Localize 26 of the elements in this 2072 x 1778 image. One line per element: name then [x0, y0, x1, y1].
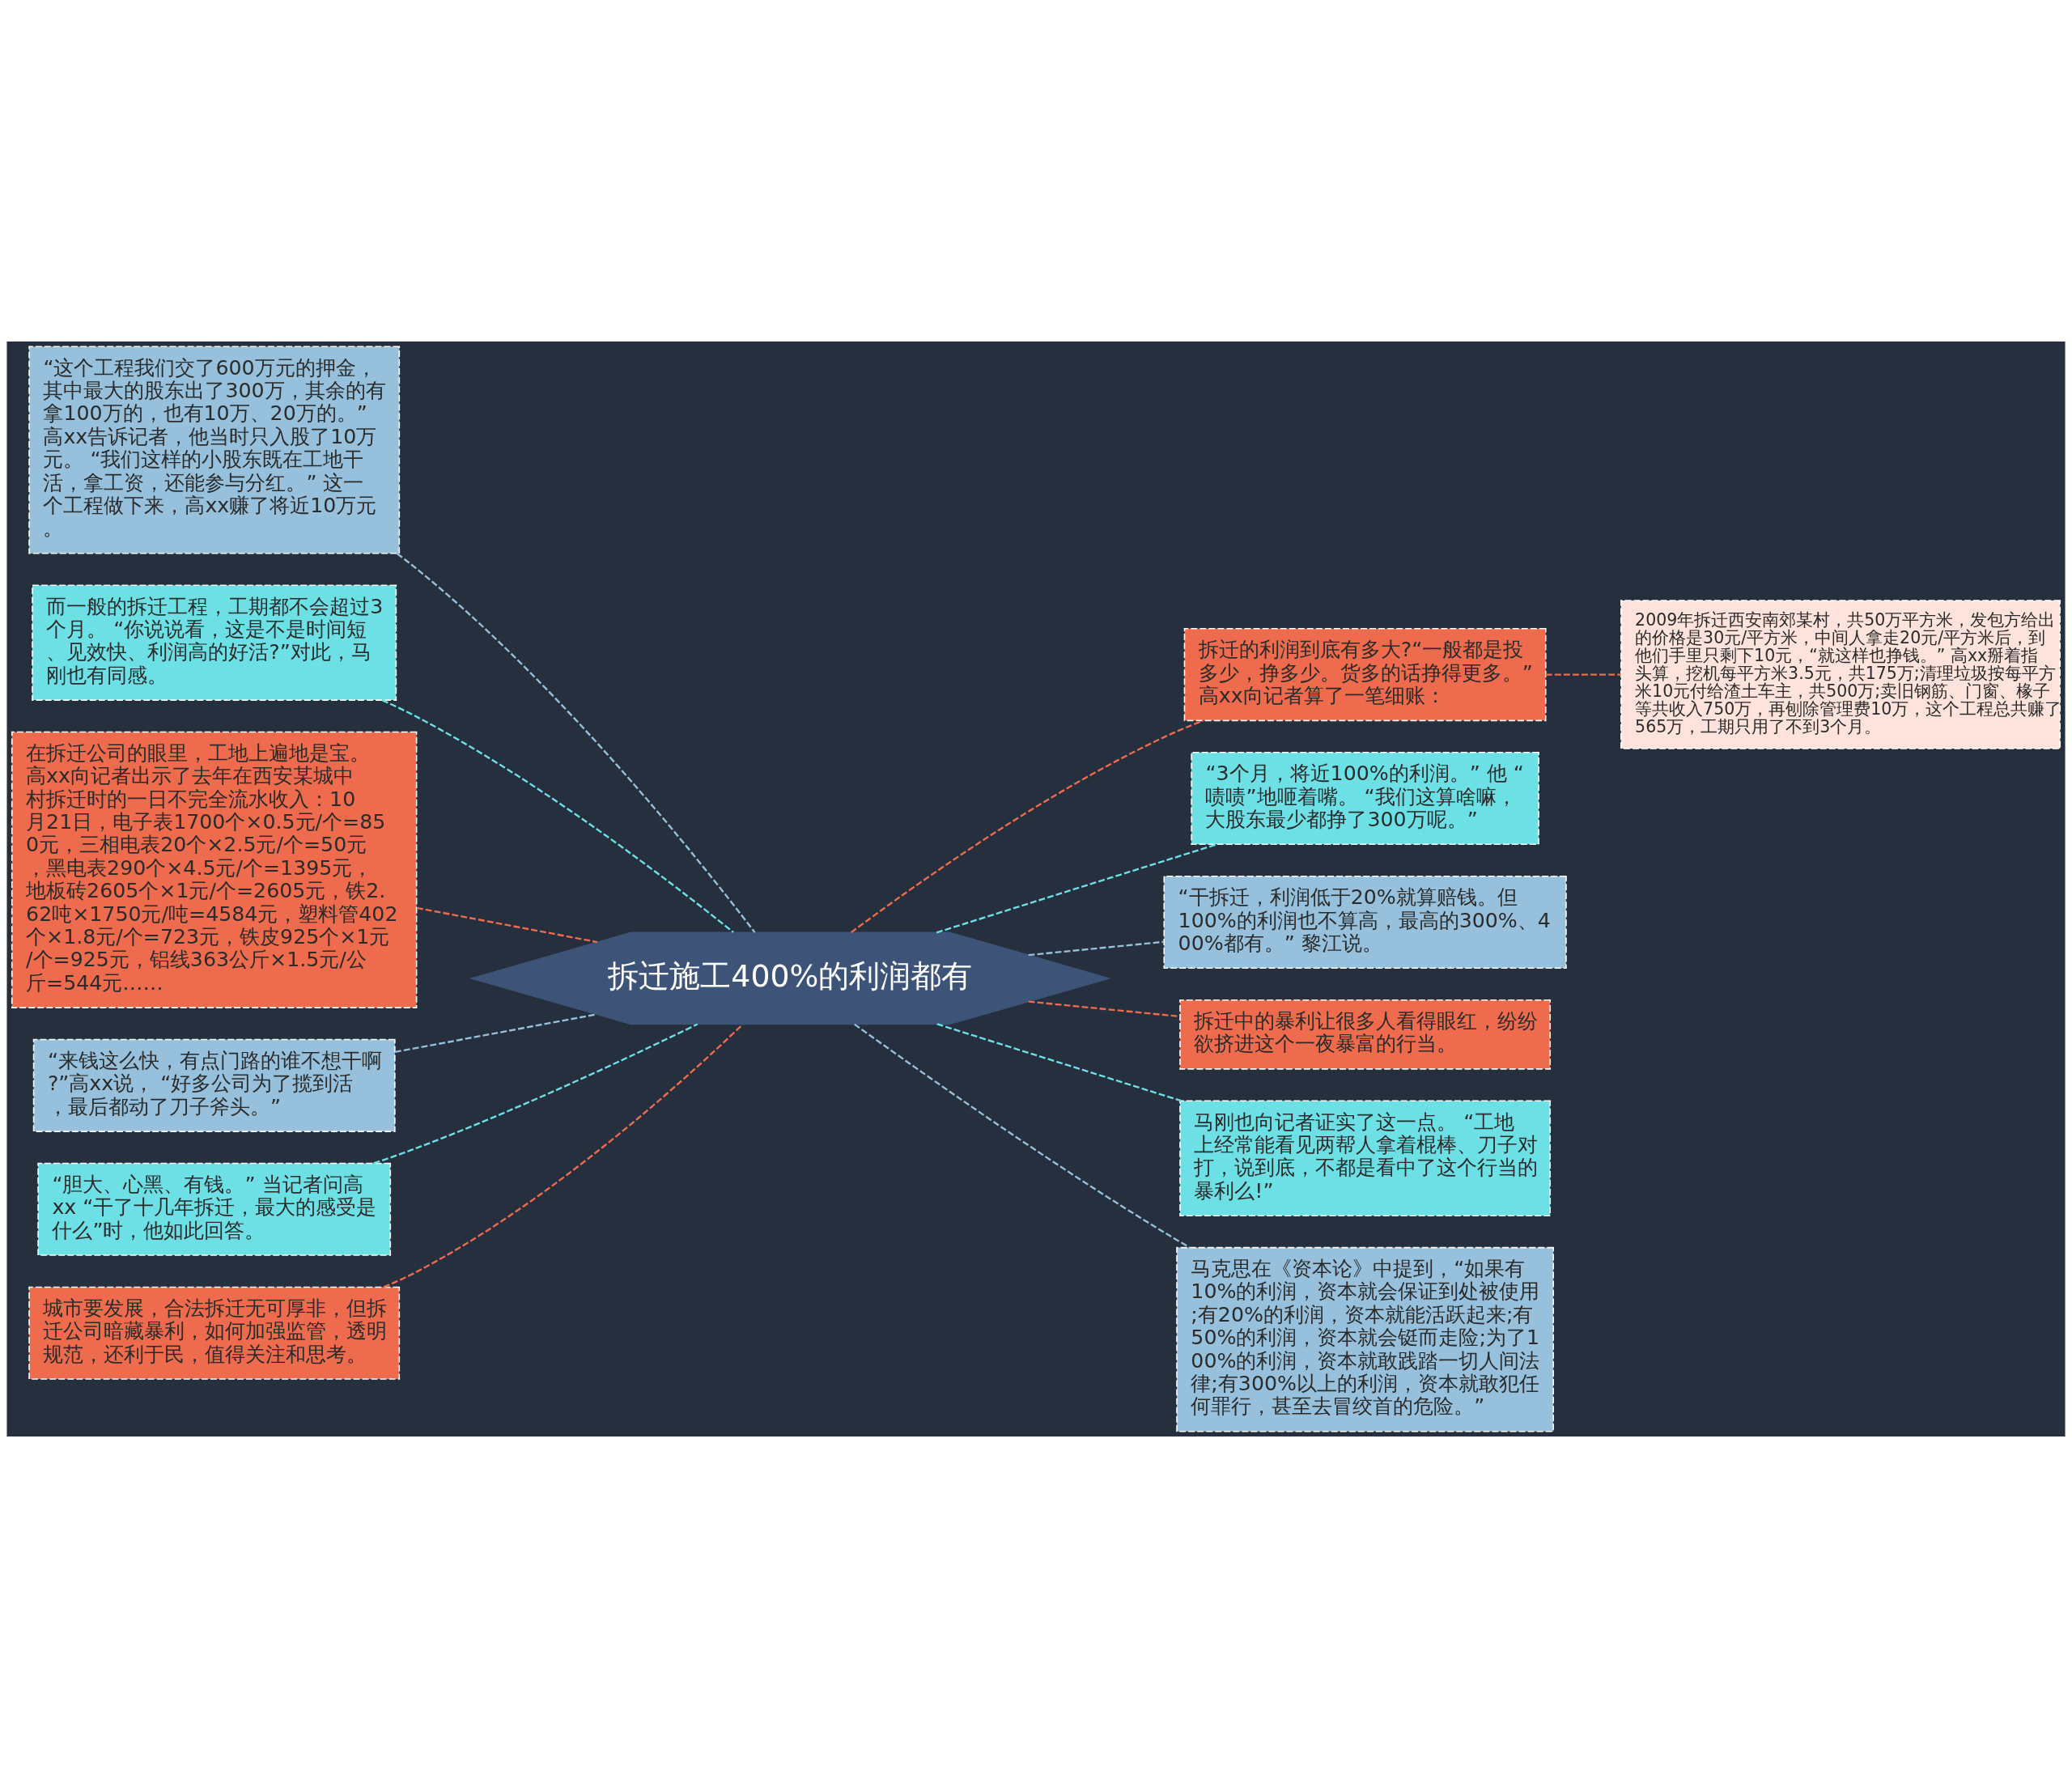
node-box: “3个月，将近100%的利润。” 他 “啧啧”地咂着嘴。 “我们这算啥嘛，大股东最少都挣了300万呢。” — [1191, 752, 1539, 846]
node-box: “胆大、心黑、有钱。” 当记者问高xx “干了十几年拆迁，最大的感受是什么”时，他如此回答。 — [37, 1162, 392, 1256]
node-box: 拆迁的利润到底有多大?“一般都是投多少，挣多少。货多的话挣得更多。” 高xx向记者算了一笔细账： — [1183, 628, 1547, 722]
node-box: 马刚也向记者证实了这一点。 “工地上经常能看见两帮人拿着棍棒、刀子对打，说到底，不都是看中了这个行当的暴利么!” — [1179, 1100, 1552, 1216]
connector — [1028, 1000, 1180, 1018]
connector — [1028, 940, 1165, 957]
node-box: 拆迁中的暴利让很多人看得眼红，纷纷欲挤进这个一夜暴富的行当。 — [1179, 999, 1552, 1070]
connector — [383, 1024, 744, 1288]
connector — [850, 719, 1204, 934]
connector — [1545, 673, 1621, 676]
node-box: 在拆迁公司的眼里，工地上遍地是宝。高xx向记者出示了去年在西安某城中村拆迁时的一日不完全流水收入：10月21日，电子表1700个×0.5元/个=850元，三相电表20个×2.5元/个=50元，黑电表290个×4.5元/个=1395元，地板砖2605个×1元/个=2605元，铁2.62吨×1750元/吨=4584元，塑料管402个×1.8元/个=723元，铁皮925个×1元/个=925元，铝线363公斤×1.5元/公斤=544元…… — [11, 731, 418, 1008]
connector — [854, 1023, 1191, 1249]
connector — [936, 1023, 1182, 1102]
node-box: 城市要发展，合法拆迁无可厚非，但拆迁公司暗藏暴利，如何加强监管，透明规范，还利于民，值得关注和思考。 — [28, 1286, 401, 1380]
node-box: “来钱这么快，有点门路的谁不想干啊?”高xx说， “好多公司为了揽到活，最后都动了刀子斧头。” — [32, 1038, 396, 1132]
node-box: 而一般的拆迁工程，工期都不会超过3个月。 “你说说看，这是不是时间短、见效快、利润高的好活?”对此，马刚也有同感。 — [32, 584, 397, 701]
node-box: “这个工程我们交了600万元的押金，其中最大的股东出了300万，其余的有拿100万的，也有10万、20万的。” 高xx告诉记者，他当时只入股了10万元。 “我们这样的小股东既在工地干活，拿工资，还能参与分红。” 这一个工程做下来，高xx赚了将近10万元。 — [28, 346, 401, 554]
connector — [381, 699, 734, 933]
node-box: 马克思在《资本论》中提到，“如果有10%的利润，资本就会保证到处被使用;有20%的利润，资本就能活跃起来;有50%的利润，资本就会铤而走险;为了100%的利润，资本就敢践踏一切人间法律;有300%以上的利润，资本就敢犯任何罪行，甚至去冒绞首的危险。” — [1176, 1246, 1554, 1432]
connector — [936, 843, 1217, 934]
connector — [396, 553, 756, 933]
connector — [416, 906, 598, 944]
node-box: “干拆迁，利润低于20%就算赔钱。但100%的利润也不算高，最高的300%、400%都有。” 黎江说。 — [1163, 875, 1567, 970]
connector — [373, 1023, 698, 1165]
node-box: 2009年拆迁西安南郊某村，共50万平方米，发包方给出的价格是30元/平方米，中间人拿走20元/平方米后，到他们手里只剩下10元，“就这样也挣钱。” 高xx掰着指头算，挖机每平方米3.5元，共175万;清理垃圾按每平方米10元付给渣土车主，共500万;卖旧钢筋、门窗、椽子等共收入750万，再刨除管理费10万，这个工程总共赚了565万，工期只用了不到3个月。 — [1620, 600, 2061, 749]
connector — [394, 1013, 597, 1054]
